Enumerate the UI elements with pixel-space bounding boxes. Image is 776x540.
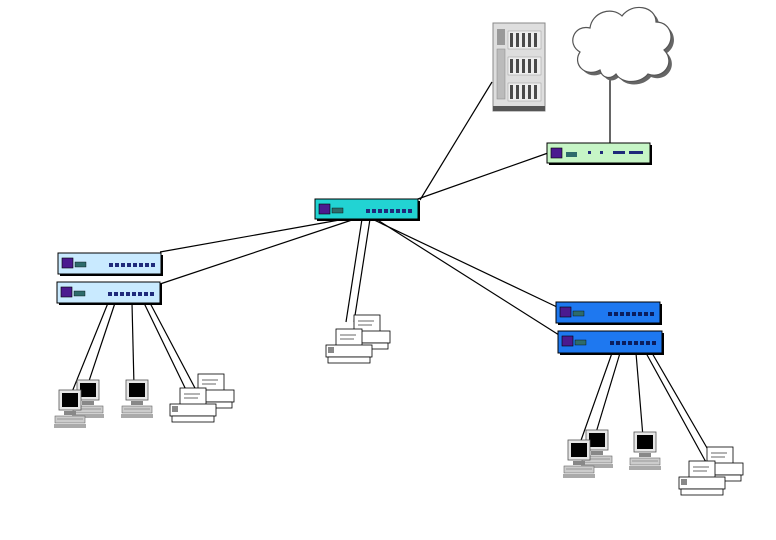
link-core-switch-to-left-switch-1 <box>160 219 345 252</box>
link-left-switch-2-to-left-pc-3 <box>132 303 134 386</box>
cloud-icon <box>573 7 674 84</box>
link-core-switch-to-server <box>420 82 492 200</box>
server-tower-icon <box>493 23 545 111</box>
link-left-switch-2-to-left-printer <box>144 303 188 394</box>
link-core-switch-to-right-switch-1 <box>372 219 557 307</box>
link-right-switch-2-to-right-pc-3 <box>636 353 643 437</box>
link-core-switch-to-right-switch-2 <box>376 219 559 335</box>
switch-icon <box>315 199 420 221</box>
printer-icon <box>170 374 234 422</box>
printer-icon <box>326 315 390 363</box>
link-core-switch-to-center-printer <box>346 219 362 322</box>
computer-icon <box>563 430 613 478</box>
network-nodes <box>54 7 743 495</box>
link-core-switch-to-left-switch-2 <box>160 219 355 284</box>
switch-icon <box>556 302 662 325</box>
link-extra <box>652 353 714 460</box>
switch-icon <box>558 331 664 355</box>
computer-icon <box>54 380 104 428</box>
router-icon <box>547 143 652 165</box>
switch-icon <box>58 253 163 276</box>
link-extra <box>150 303 196 390</box>
computer-icon <box>121 380 153 418</box>
connection-lines <box>72 80 714 464</box>
printer-icon <box>679 447 743 495</box>
computer-icon <box>629 432 661 470</box>
link-extra <box>354 219 370 322</box>
switch-icon <box>57 282 162 305</box>
